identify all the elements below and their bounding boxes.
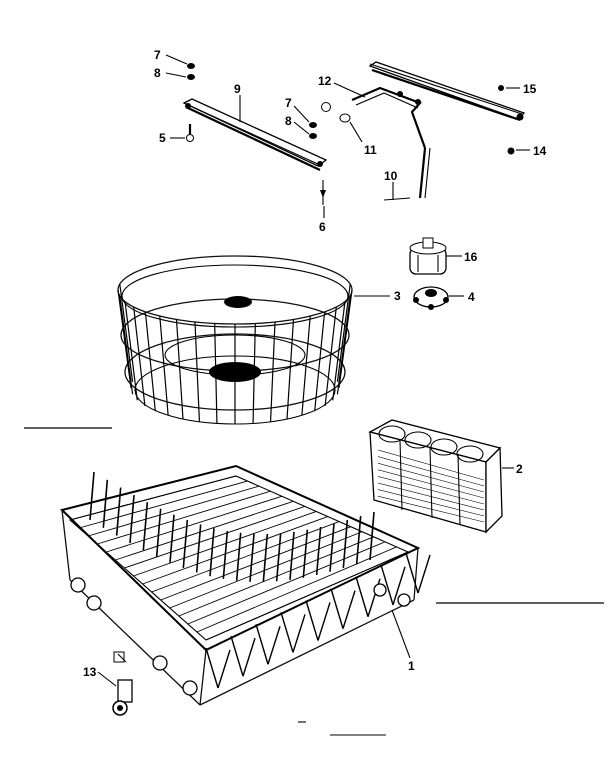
callout-2: 2 [516,462,523,476]
callout-9: 9 [234,82,241,96]
callout-3: 3 [394,289,401,303]
upper-rack-rail-right [368,61,530,155]
leaders-right-group [333,82,394,200]
callout-12: 12 [318,74,332,88]
callout-5: 5 [159,131,166,145]
callout-labels: 7 8 9 5 7 8 6 12 11 10 15 14 16 3 4 2 1 … [83,48,547,679]
rectangular-silverware-basket [368,419,514,534]
upper-arm-assembly [321,86,431,201]
callout-7: 7 [154,48,161,62]
callout-13: 13 [83,665,97,679]
callout-6: 6 [319,220,326,234]
lower-dish-rack [60,464,431,706]
round-silverware-basket [117,255,390,425]
callout-16: 16 [464,250,478,264]
leaders-left-group [165,54,325,218]
callout-14: 14 [533,144,547,158]
bottom-marks [298,721,386,736]
callout-10: 10 [384,169,398,183]
callout-8: 8 [154,66,161,80]
callout-15: 15 [523,82,537,96]
hub-part [413,286,464,310]
rack-roller-part [97,651,133,716]
callout-8: 8 [285,114,292,128]
callout-1: 1 [408,659,415,673]
callout-7: 7 [285,96,292,110]
spray-cap-part [409,237,462,275]
callout-4: 4 [468,290,475,304]
upper-rack-rail-left [182,98,328,171]
hardware-screws-left [186,63,326,205]
callout-11: 11 [364,143,377,157]
